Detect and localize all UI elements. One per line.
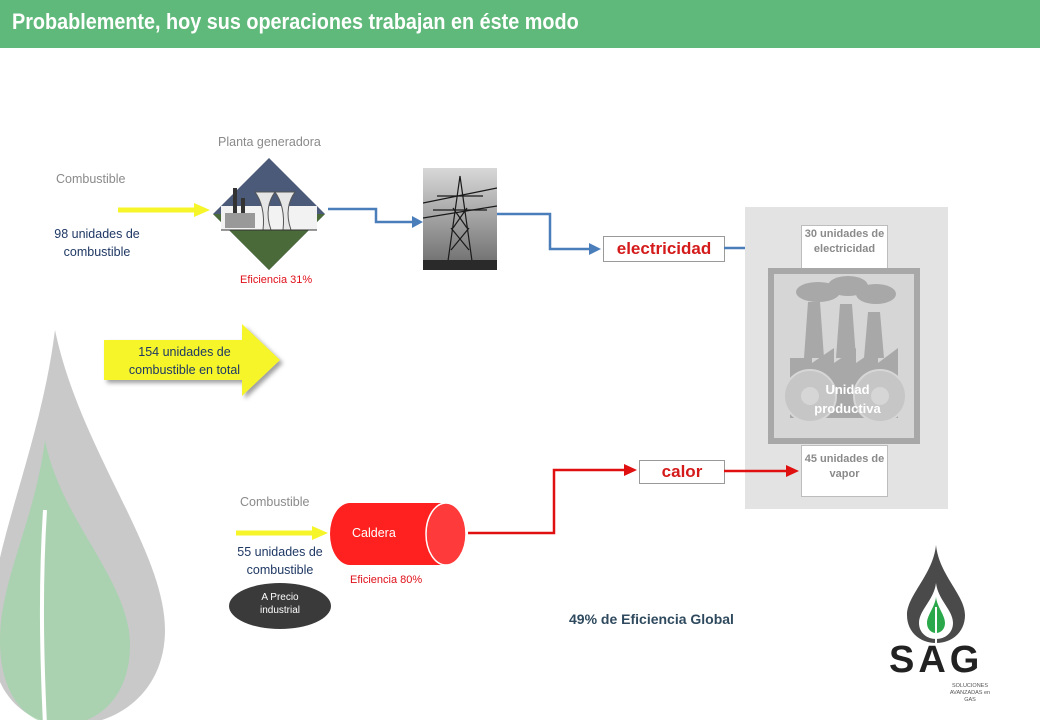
total-fuel-arrow xyxy=(104,324,280,396)
price-badge-text: A Precio industrial xyxy=(259,592,301,616)
page-title: Probablemente, hoy sus operaciones traba… xyxy=(12,9,579,34)
logo-wordmark: SAG xyxy=(889,639,984,681)
plant-efficiency: Eficiencia 31% xyxy=(240,274,313,286)
fuel-arrow-bottom xyxy=(236,526,328,540)
top-fuel-label: Combustible xyxy=(56,172,126,186)
boiler-efficiency: Eficiencia 80% xyxy=(350,574,423,586)
total-fuel-text: 154 unidades de combustible en total xyxy=(128,345,241,377)
price-badge xyxy=(229,583,331,629)
productive-unit-label: Unidad productiva xyxy=(814,382,881,416)
boiler-icon xyxy=(330,502,467,566)
bottom-fuel-label: Combustible xyxy=(240,495,310,509)
steam-units-box: 45 unidades de vapor xyxy=(801,445,888,497)
electric-line-1 xyxy=(328,207,423,228)
top-fuel-units: 98 unidades de combustible xyxy=(54,227,140,259)
electricity-units-box: 30 unidades de electricidad xyxy=(801,225,888,273)
fuel-arrow-top xyxy=(118,203,210,217)
transmission-tower-icon xyxy=(423,168,497,270)
background-drop-icon xyxy=(0,330,165,720)
factory-icon xyxy=(768,268,920,444)
heat-output-box: calor xyxy=(639,460,725,484)
electricity-output-box: electricidad xyxy=(603,236,725,262)
logo-tagline: SOLUCIONES AVANZADAS en GAS xyxy=(949,683,991,703)
plant-label: Planta generadora xyxy=(218,135,321,149)
power-plant-icon xyxy=(213,158,325,270)
heat-line-2 xyxy=(724,465,799,477)
global-efficiency: 49% de Eficiencia Global xyxy=(569,611,734,627)
electric-line-2 xyxy=(497,212,601,255)
bottom-fuel-units: 55 unidades de combustible xyxy=(237,545,323,577)
boiler-label: Caldera xyxy=(352,526,396,540)
drop-logo-icon xyxy=(907,545,965,643)
heat-line-1 xyxy=(468,464,637,535)
header-bar xyxy=(0,0,1040,48)
